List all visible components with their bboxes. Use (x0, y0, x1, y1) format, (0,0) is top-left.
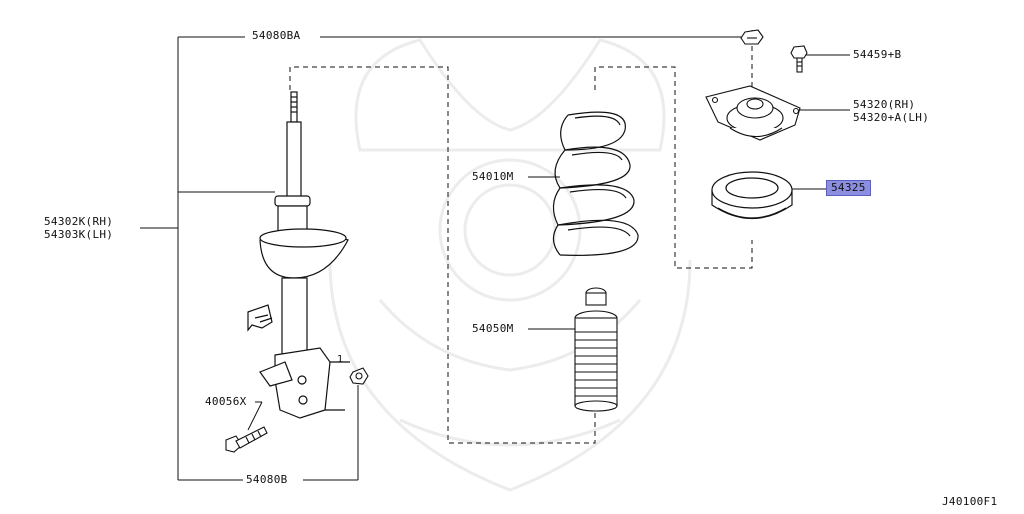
strut-assembly (247, 91, 350, 419)
bolt-54459B (790, 45, 808, 73)
bound-bumper (574, 287, 618, 412)
label-54459B[interactable]: 54459+B (853, 48, 902, 61)
mount-bearing (711, 171, 793, 220)
label-54302K-rh[interactable]: 54302K(RH) (44, 215, 114, 228)
nut-54080B (349, 367, 369, 385)
bolt-40056X (225, 426, 268, 453)
label-40056X[interactable]: 40056X (205, 395, 247, 408)
nut-54080BA (740, 29, 764, 45)
label-54080B[interactable]: 54080B (246, 473, 288, 486)
label-54303K-lh[interactable]: 54303K(LH) (44, 228, 114, 241)
label-54010M[interactable]: 54010M (472, 170, 514, 183)
mark-1: 1 (337, 354, 343, 365)
dashed-guide-mount (594, 66, 753, 269)
label-54325-highlighted[interactable]: 54325 (826, 180, 871, 196)
coil-spring (552, 111, 639, 256)
label-54320-rh[interactable]: 54320(RH) (853, 98, 916, 111)
dashed-guide-strut (289, 66, 596, 444)
watermark-emblem (328, 38, 692, 492)
strut-mount (705, 85, 801, 141)
label-54050M[interactable]: 54050M (472, 322, 514, 335)
label-54080BA[interactable]: 54080BA (252, 29, 301, 42)
diagram-code: J40100F1 (942, 495, 998, 508)
label-54320A-lh[interactable]: 54320+A(LH) (853, 111, 930, 124)
